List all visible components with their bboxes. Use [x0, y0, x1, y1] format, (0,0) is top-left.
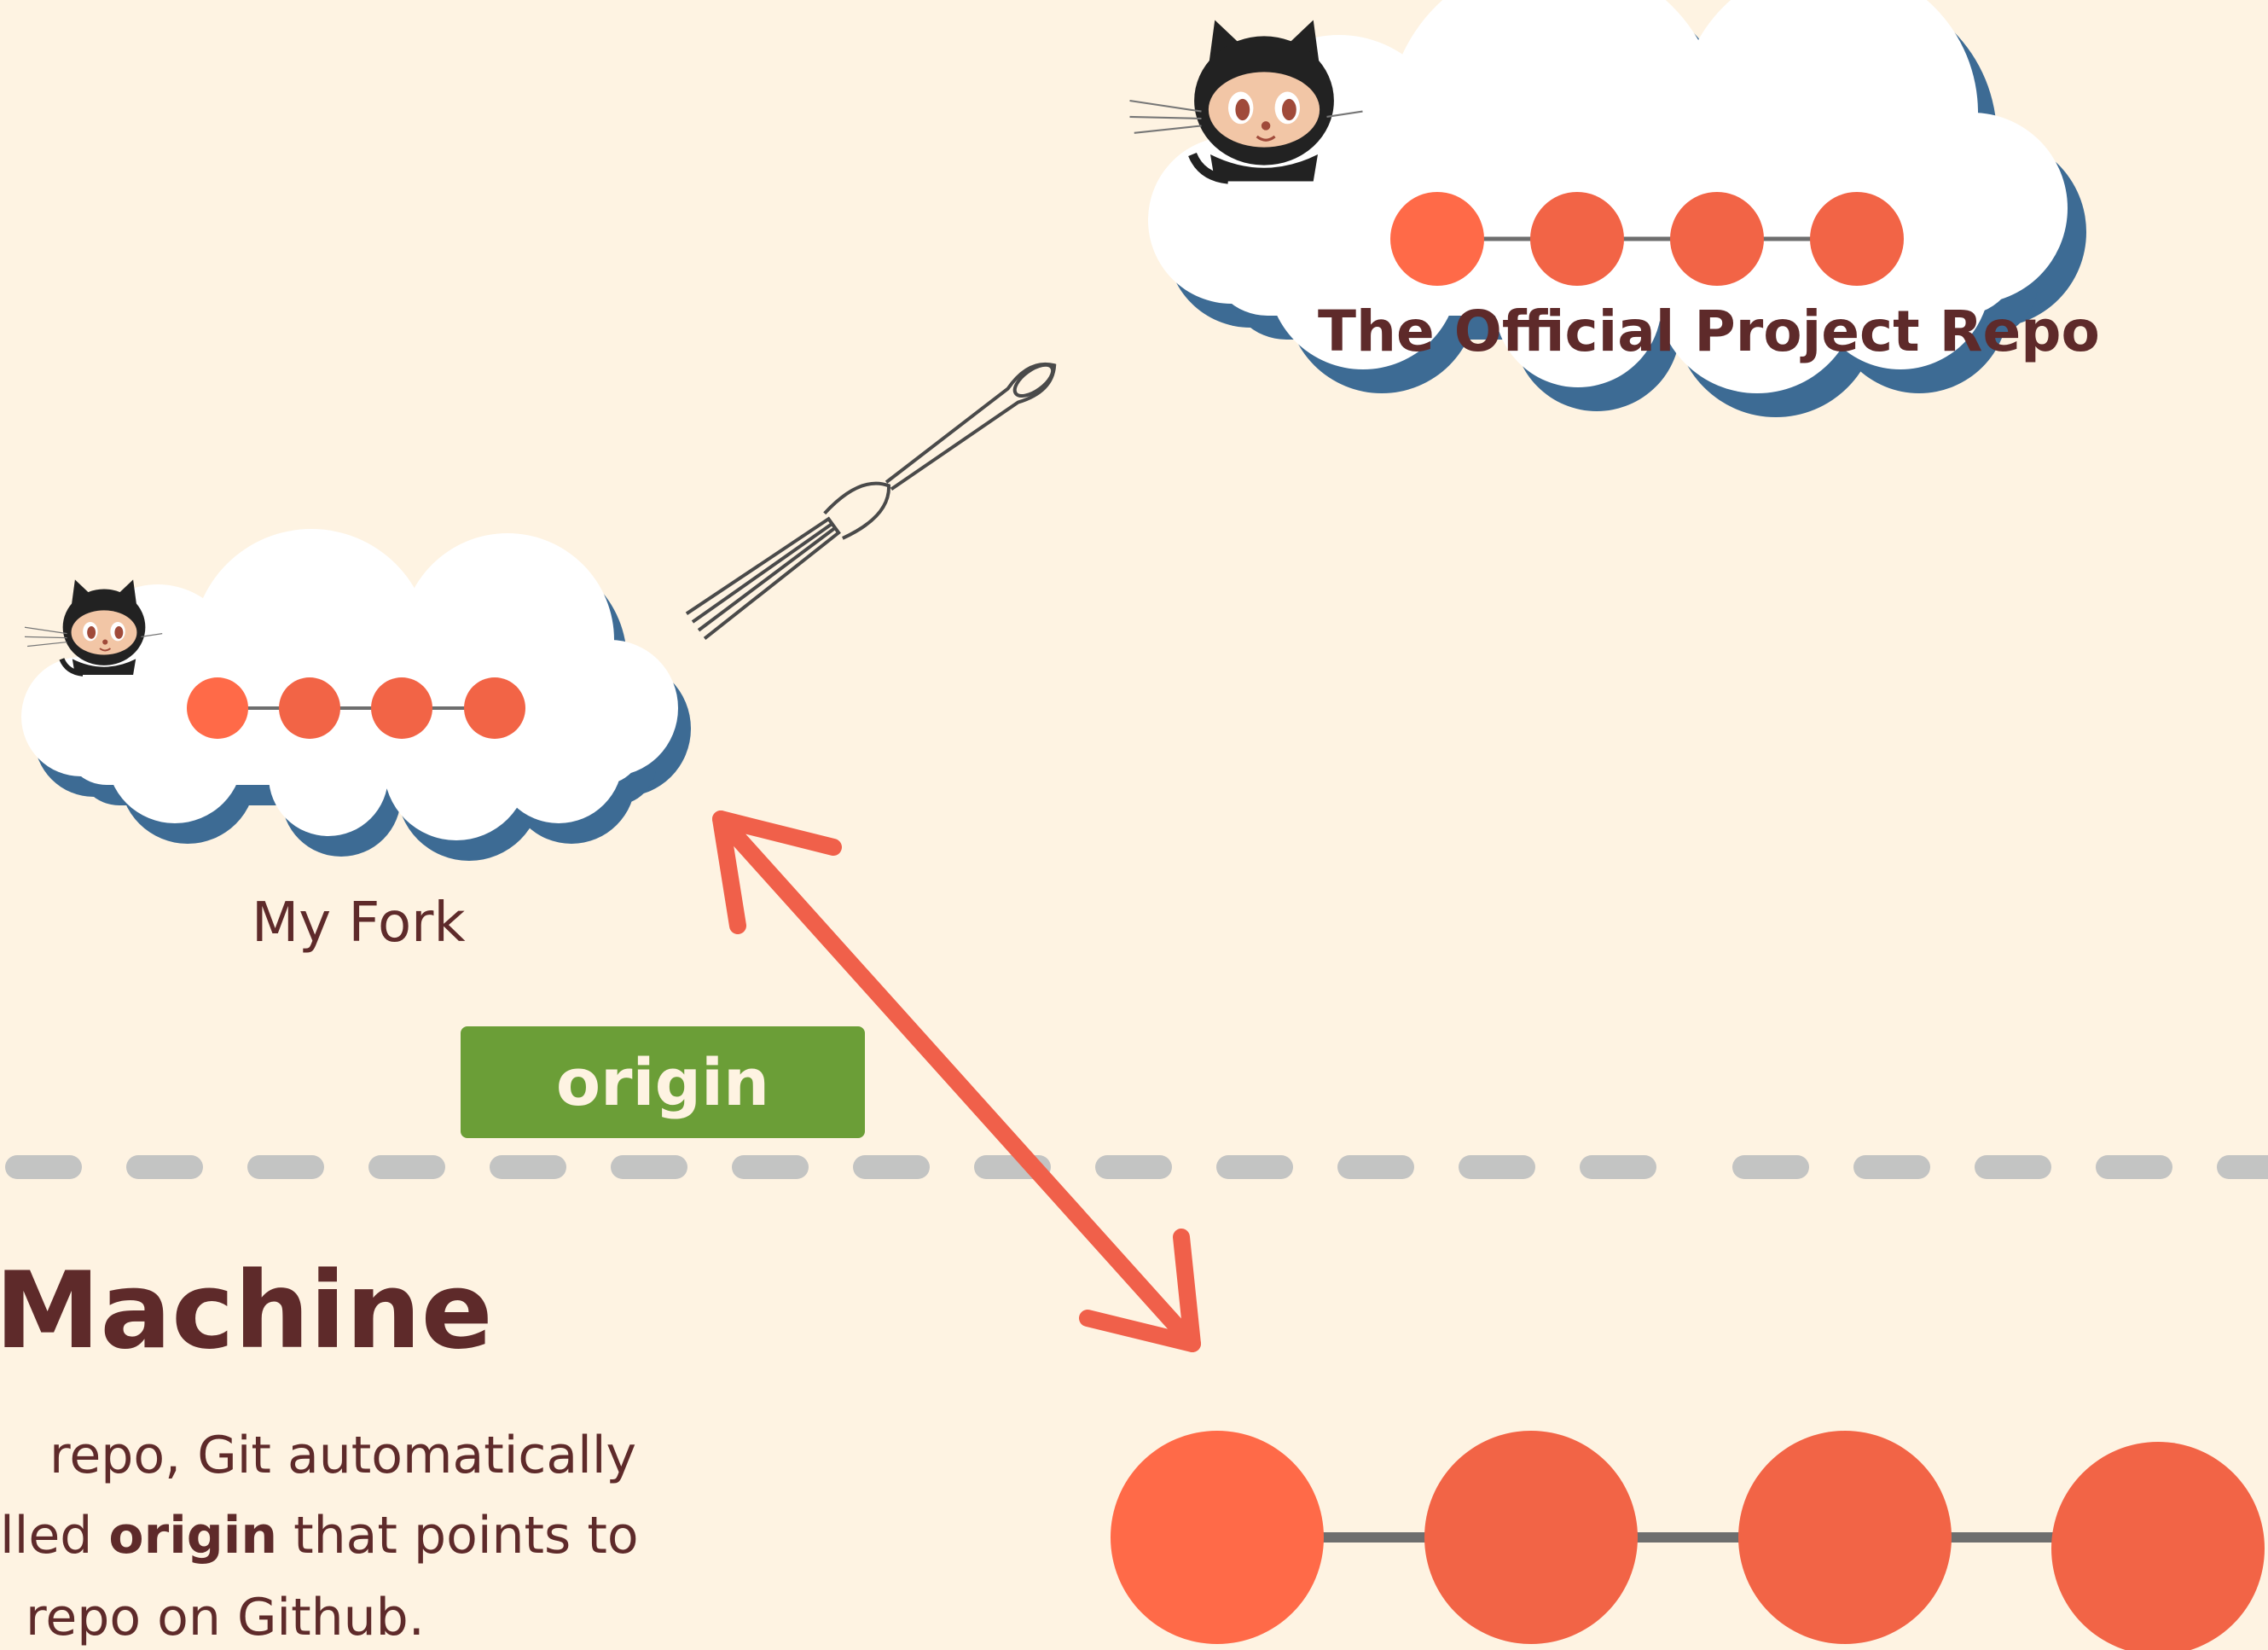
- fork-commit-1: [187, 677, 248, 739]
- official-repo-label: The Official Project Repo: [1318, 299, 2100, 364]
- fork-commit-3: [371, 677, 432, 739]
- fork-label: My Fork: [252, 892, 466, 955]
- official-commit-2: [1530, 192, 1624, 286]
- fork-commit-4: [464, 677, 525, 739]
- description-text: that points to: [277, 1506, 639, 1566]
- official-commit-3: [1670, 192, 1764, 286]
- origin-remote-badge: origin: [461, 1026, 865, 1138]
- local-commit-2: [1424, 1431, 1638, 1644]
- origin-keyword: origin: [108, 1506, 278, 1566]
- local-commit-4: [2051, 1442, 2265, 1650]
- description-text: lled: [0, 1506, 109, 1566]
- origin-arrow: [712, 810, 1201, 1352]
- official-commit-4: [1810, 192, 1904, 286]
- official-commit-1: [1390, 192, 1484, 286]
- local-commit-1: [1111, 1431, 1324, 1644]
- description-line-2: lled origin that points to: [0, 1510, 639, 1561]
- local-commit-3: [1738, 1431, 1952, 1644]
- description-line-3: repo on Github.: [26, 1588, 425, 1647]
- fork-commit-2: [279, 677, 340, 739]
- fork-cloud: [21, 529, 691, 861]
- fork-icon: [685, 362, 1057, 641]
- local-machine-heading: Machine: [0, 1250, 493, 1373]
- description-line-1: repo, Git automatically: [49, 1426, 637, 1485]
